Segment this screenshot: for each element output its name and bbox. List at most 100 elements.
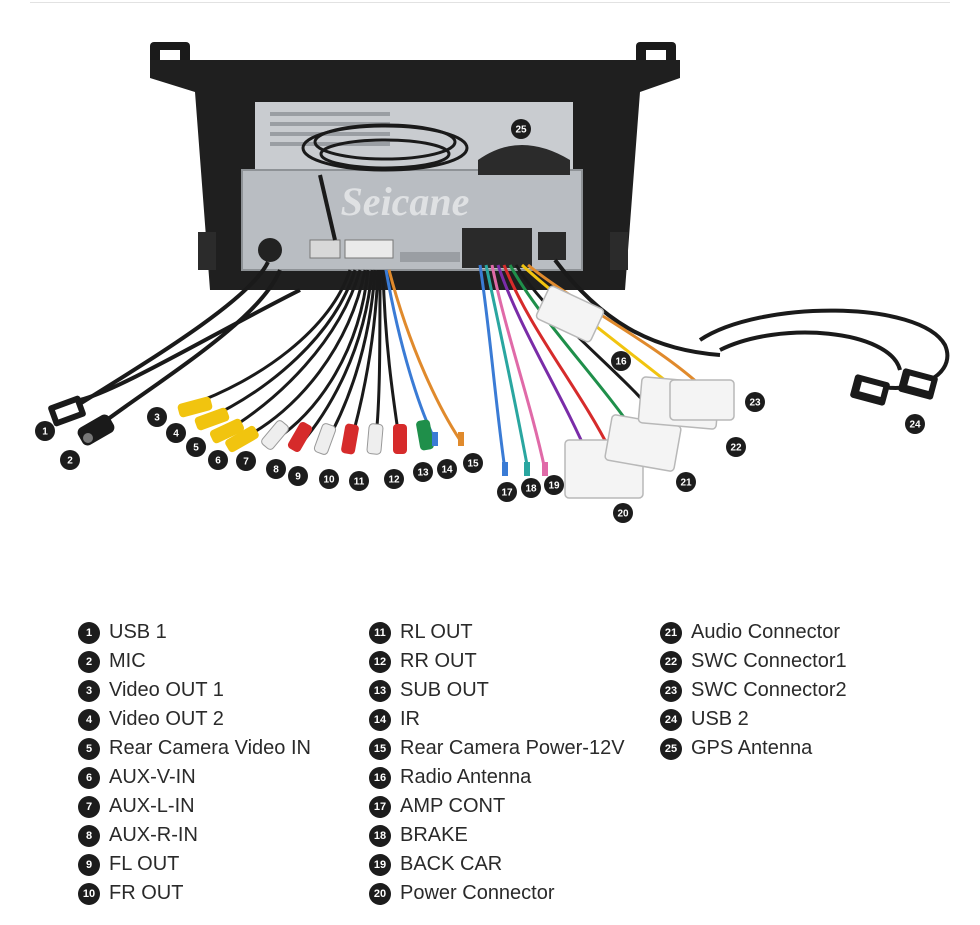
svg-text:6: 6 [215, 456, 221, 467]
legend-item: 5 Rear Camera Video IN [78, 734, 311, 763]
callout-17: 17 [497, 482, 517, 502]
legend-number-badge: 8 [78, 824, 100, 847]
legend-number-badge: 13 [369, 679, 391, 702]
legend-label: SWC Connector2 [691, 679, 847, 701]
legend-number-badge: 6 [78, 766, 100, 789]
legend-label: BACK CAR [400, 853, 503, 875]
legend-number-badge: 1 [78, 621, 100, 644]
svg-text:18: 18 [525, 484, 537, 495]
legend-label: Video OUT 2 [109, 708, 224, 730]
svg-text:9: 9 [295, 472, 301, 483]
svg-text:11: 11 [354, 477, 365, 488]
white-connectors [535, 285, 735, 499]
callout-23: 23 [745, 392, 765, 412]
legend-number-badge: 5 [78, 737, 100, 760]
legend-label: AMP CONT [400, 795, 506, 817]
legend-item: 4 Video OUT 2 [78, 705, 311, 734]
legend-label: SWC Connector1 [691, 650, 847, 672]
legend-number-badge: 4 [78, 708, 100, 731]
callout-1: 1 [35, 421, 55, 441]
legend-number-badge: 24 [660, 708, 682, 731]
brand-watermark: Seicane [341, 179, 470, 224]
legend-label: USB 2 [691, 708, 749, 730]
legend-number-badge: 21 [660, 621, 682, 644]
svg-text:1: 1 [42, 427, 48, 438]
legend-label: USB 1 [109, 621, 167, 643]
legend-number-badge: 14 [369, 708, 391, 731]
svg-text:17: 17 [501, 488, 513, 499]
legend-item: 19 BACK CAR [369, 850, 625, 879]
svg-text:3: 3 [154, 413, 160, 424]
legend-label: FR OUT [109, 882, 184, 904]
legend-item: 25 GPS Antenna [660, 734, 847, 763]
callout-10: 10 [319, 469, 339, 489]
callout-2: 2 [60, 450, 80, 470]
legend-label: RL OUT [400, 621, 473, 643]
legend-label: Power Connector [400, 882, 555, 904]
legend-number-badge: 11 [369, 621, 391, 644]
callout-24: 24 [905, 414, 925, 434]
head-unit-wiring-diagram: Seicane [35, 42, 950, 523]
legend-number-badge: 15 [369, 737, 391, 760]
legend-number-badge: 12 [369, 650, 391, 673]
callout-8: 8 [266, 459, 286, 479]
callout-5: 5 [186, 437, 206, 457]
callout-12: 12 [384, 469, 404, 489]
legend-label: MIC [109, 650, 146, 672]
svg-text:25: 25 [515, 125, 527, 136]
legend-label: Rear Camera Power-12V [400, 737, 625, 759]
callout-4: 4 [166, 423, 186, 443]
rca-wire-bundle [189, 269, 462, 446]
legend-item: 10 FR OUT [78, 879, 311, 908]
callout-16: 16 [611, 351, 631, 371]
legend-number-badge: 17 [369, 795, 391, 818]
usb-2-plugs [850, 368, 938, 406]
callout-13: 13 [413, 462, 433, 482]
svg-text:15: 15 [467, 459, 479, 470]
callout-19: 19 [544, 475, 564, 495]
usb-mic-cables [68, 261, 301, 427]
svg-text:12: 12 [388, 475, 400, 486]
legend-item: 12 RR OUT [369, 647, 625, 676]
legend-label: AUX-V-IN [109, 766, 196, 788]
svg-text:16: 16 [615, 357, 627, 368]
legend-number-badge: 2 [78, 650, 100, 673]
legend-item: 2 MIC [78, 647, 311, 676]
callout-22: 22 [726, 437, 746, 457]
rca-plugs [177, 396, 434, 455]
legend-label: GPS Antenna [691, 737, 813, 759]
gps-antenna [301, 123, 570, 241]
legend-label: RR OUT [400, 650, 477, 672]
svg-text:19: 19 [548, 481, 560, 492]
legend-number-badge: 25 [660, 737, 682, 760]
callout-11: 11 [349, 471, 369, 491]
callout-25: 25 [511, 119, 531, 139]
svg-text:23: 23 [749, 398, 761, 409]
legend-item: 11 RL OUT [369, 618, 625, 647]
svg-text:4: 4 [173, 429, 179, 440]
legend-item: 17 AMP CONT [369, 792, 625, 821]
legend-label: Video OUT 1 [109, 679, 224, 701]
mic-plug [77, 414, 115, 446]
svg-text:24: 24 [909, 420, 921, 431]
svg-text:20: 20 [617, 509, 629, 520]
legend-number-badge: 22 [660, 650, 682, 673]
legend-label: Radio Antenna [400, 766, 532, 788]
legend-number-badge: 19 [369, 853, 391, 876]
callout-20: 20 [613, 503, 633, 523]
legend-number-badge: 10 [78, 882, 100, 905]
svg-text:14: 14 [441, 465, 453, 476]
legend-label: Rear Camera Video IN [109, 737, 311, 759]
